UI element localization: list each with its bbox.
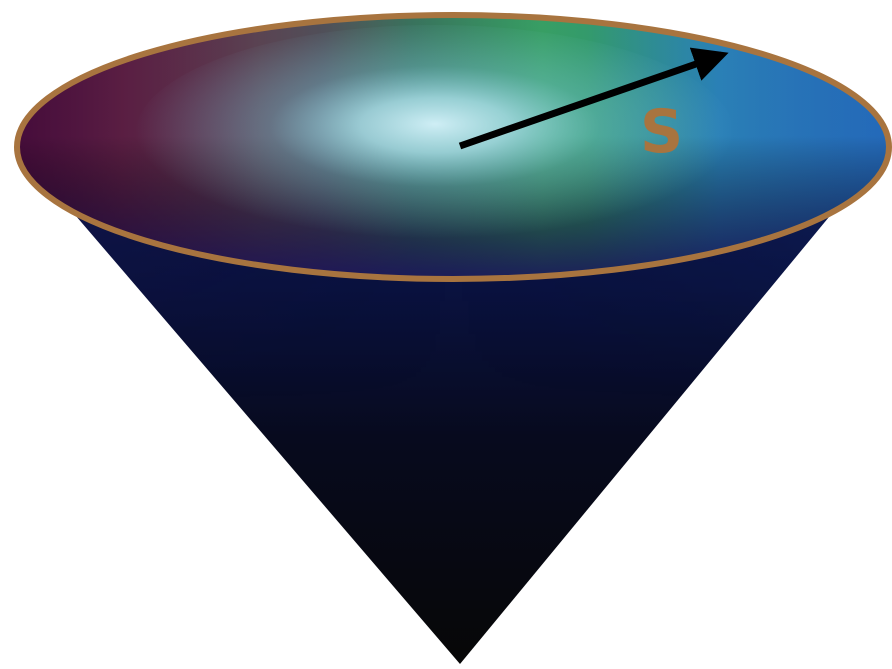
cone-body (28, 160, 876, 664)
saturation-arrow (458, 47, 729, 150)
saturation-label: S (640, 97, 683, 167)
hue-disc (17, 15, 889, 279)
disc-rim-ellipse (14, 12, 892, 282)
